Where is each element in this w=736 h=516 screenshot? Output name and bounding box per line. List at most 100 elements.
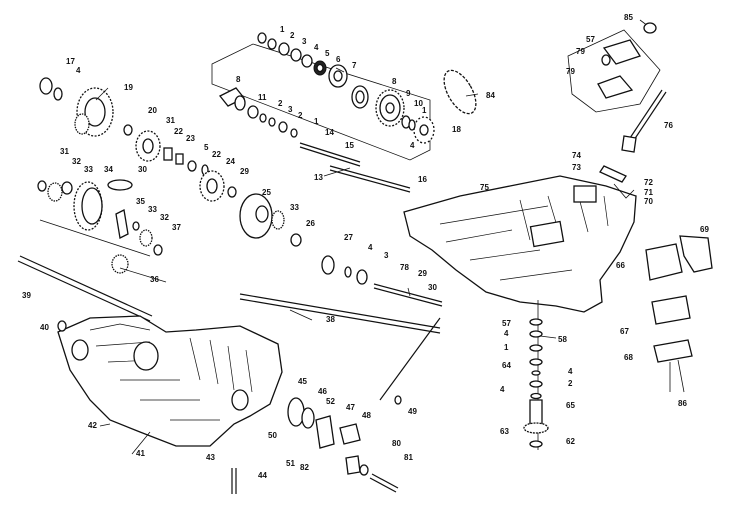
callout-35: 35 <box>136 197 145 206</box>
callout-9: 9 <box>406 89 411 98</box>
callout-20: 20 <box>148 106 157 115</box>
axle-shaft <box>17 255 153 322</box>
callout-4-d: 4 <box>368 243 373 252</box>
callout-13: 13 <box>314 173 323 182</box>
brake-assembly <box>231 317 441 494</box>
callout-78: 78 <box>400 263 409 272</box>
callout-3: 3 <box>302 37 307 46</box>
callout-10: 10 <box>414 99 423 108</box>
callout-67: 67 <box>620 327 629 336</box>
callout-38: 38 <box>326 315 335 324</box>
callout-labels: 85 1 2 3 4 5 6 7 8 9 10 1 4 1 8 84 17 4 1… <box>22 13 709 480</box>
callout-22: 22 <box>174 127 183 136</box>
callout-81: 81 <box>404 453 413 462</box>
callout-71: 71 <box>644 188 653 197</box>
callout-34: 34 <box>104 165 113 174</box>
callout-4-b: 4 <box>410 141 415 150</box>
callout-45: 45 <box>298 377 307 386</box>
callout-40: 40 <box>40 323 49 332</box>
callout-33: 33 <box>84 165 93 174</box>
callout-49: 49 <box>408 407 417 416</box>
callout-31-b: 31 <box>60 147 69 156</box>
callout-4-g: 4 <box>500 385 505 394</box>
leader-lines <box>95 19 649 455</box>
callout-68: 68 <box>624 353 633 362</box>
callout-4-c: 4 <box>76 66 81 75</box>
callout-30: 30 <box>138 165 147 174</box>
callout-85: 85 <box>624 13 633 22</box>
callout-29-b: 29 <box>418 269 427 278</box>
callout-33-c: 33 <box>148 205 157 214</box>
callout-58: 58 <box>558 335 567 344</box>
callout-46: 46 <box>318 387 327 396</box>
callout-75: 75 <box>480 183 489 192</box>
callout-36: 36 <box>150 275 159 284</box>
sprocket <box>401 115 435 144</box>
callout-64: 64 <box>502 361 511 370</box>
callout-84: 84 <box>486 91 495 100</box>
callout-25: 25 <box>262 188 271 197</box>
bearing <box>351 85 369 109</box>
callout-3-b: 3 <box>288 105 293 114</box>
callout-57: 57 <box>586 35 595 44</box>
callout-14: 14 <box>325 128 334 137</box>
callout-30-b: 30 <box>428 283 437 292</box>
callout-42: 42 <box>88 421 97 430</box>
callout-79-b: 79 <box>566 67 575 76</box>
callout-66: 66 <box>616 261 625 270</box>
washer-stack <box>257 32 348 88</box>
callout-33-b: 33 <box>290 203 299 212</box>
callout-37: 37 <box>172 223 181 232</box>
drive-chain <box>443 69 477 115</box>
callout-4: 4 <box>314 43 319 52</box>
callout-39: 39 <box>22 291 31 300</box>
callout-80: 80 <box>392 439 401 448</box>
long-shaft <box>239 293 441 334</box>
callout-74: 74 <box>572 151 581 160</box>
callout-19: 19 <box>124 83 133 92</box>
upper-shaft-assembly <box>211 32 477 193</box>
upper-housing <box>403 175 637 313</box>
callout-48: 48 <box>362 411 371 420</box>
callout-79: 79 <box>576 47 585 56</box>
callout-23: 23 <box>186 134 195 143</box>
callout-65: 65 <box>566 401 575 410</box>
callout-76: 76 <box>664 121 673 130</box>
callout-1: 1 <box>280 25 285 34</box>
washer-40 <box>57 320 67 332</box>
callout-6: 6 <box>336 55 341 64</box>
vertical-shaft-stack <box>523 300 549 450</box>
callout-4-e: 4 <box>504 329 509 338</box>
callout-5: 5 <box>325 49 330 58</box>
callout-1-d: 1 <box>504 343 509 352</box>
spur-gear <box>375 89 405 127</box>
callout-27: 27 <box>344 233 353 242</box>
callout-1-c: 1 <box>314 117 319 126</box>
callout-50: 50 <box>268 431 277 440</box>
callout-72: 72 <box>644 178 653 187</box>
callout-51: 51 <box>286 459 295 468</box>
callout-2-c: 2 <box>298 111 303 120</box>
callout-8: 8 <box>392 77 397 86</box>
callout-8-b: 8 <box>236 75 241 84</box>
callout-73: 73 <box>572 163 581 172</box>
callout-32-b: 32 <box>160 213 169 222</box>
callout-69: 69 <box>700 225 709 234</box>
bracket-group <box>645 235 713 393</box>
callout-7: 7 <box>352 61 357 70</box>
callout-41: 41 <box>136 449 145 458</box>
callout-32: 32 <box>72 157 81 166</box>
callout-4-f: 4 <box>568 367 573 376</box>
callout-31: 31 <box>166 116 175 125</box>
shaft-components <box>218 87 411 193</box>
callout-17: 17 <box>66 57 75 66</box>
callout-70: 70 <box>644 197 653 206</box>
callout-62: 62 <box>566 437 575 446</box>
callout-47: 47 <box>346 403 355 412</box>
cap-part <box>643 22 657 34</box>
shift-lever-group <box>567 29 667 199</box>
callout-82: 82 <box>300 463 309 472</box>
callout-29: 29 <box>240 167 249 176</box>
callout-11: 11 <box>258 93 267 102</box>
